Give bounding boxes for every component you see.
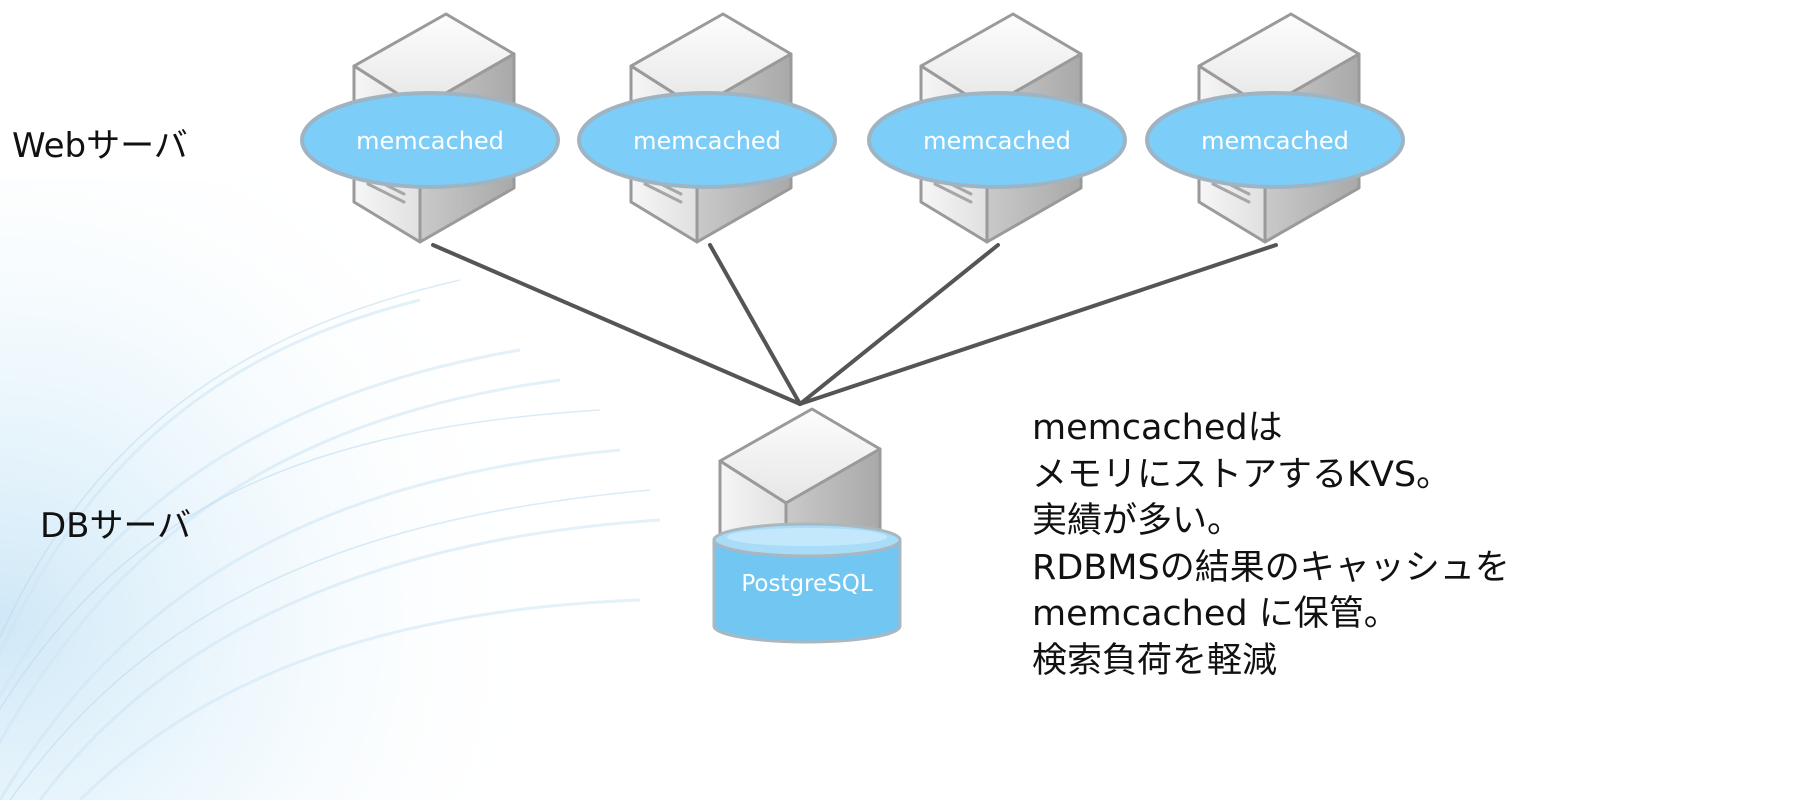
web-server-tier-label: Webサーバ <box>12 126 188 166</box>
memcached-ellipse <box>577 91 837 189</box>
memcached-label: memcached <box>1201 127 1349 155</box>
description-text: memcachedは メモリにストアするKVS。 実績が多い。 RDBMSの結果… <box>1032 405 1510 684</box>
postgresql-label: PostgreSQL <box>741 571 873 597</box>
link-line-1 <box>431 243 802 406</box>
memcached-ellipse <box>1145 91 1405 189</box>
description-line: memcachedは <box>1032 408 1283 448</box>
link-line-2 <box>708 243 802 406</box>
memcached-ellipse <box>867 91 1127 189</box>
db-server: PostgreSQL <box>712 407 902 644</box>
description-line: 検索負荷を軽減 <box>1032 640 1278 681</box>
link-line-4 <box>798 243 1278 406</box>
web-server-3: memcached <box>867 12 1127 244</box>
memcached-label: memcached <box>356 127 504 155</box>
link-line-3 <box>798 243 1000 406</box>
memcached-label: memcached <box>923 127 1071 155</box>
web-server-4: memcached <box>1145 12 1405 244</box>
memcached-ellipse <box>300 91 560 189</box>
description-line: RDBMSの結果のキャッシュを <box>1032 547 1510 588</box>
memcached-label: memcached <box>633 127 781 155</box>
description-line: 実績が多い。 <box>1032 501 1243 541</box>
web-server-1: memcached <box>300 12 560 244</box>
description-line: memcached に保管。 <box>1032 594 1399 634</box>
web-server-2: memcached <box>577 12 837 244</box>
postgresql-cylinder <box>712 522 902 644</box>
db-server-tier-label: DBサーバ <box>40 506 192 546</box>
description-line: メモリにストアするKVS。 <box>1032 454 1452 495</box>
